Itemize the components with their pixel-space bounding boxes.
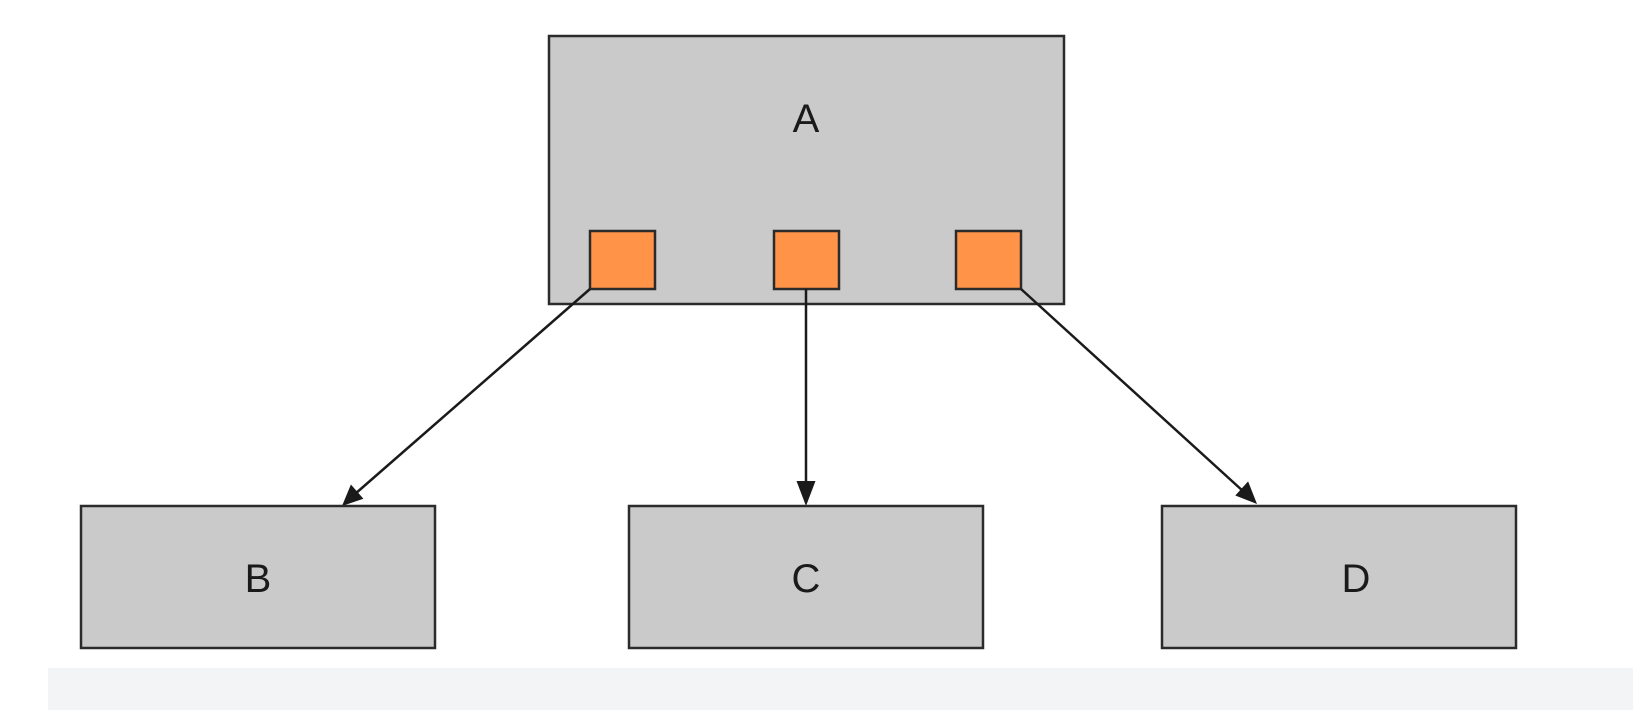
node-c-label: C	[792, 557, 821, 601]
port-center	[772, 229, 841, 291]
port-left	[588, 229, 657, 291]
node-b: B	[79, 504, 437, 650]
edge-a-c-arrowhead	[796, 481, 816, 506]
edge-a-d	[1020, 288, 1257, 504]
node-d-box	[1160, 504, 1518, 650]
edge-a-d-line	[1020, 288, 1245, 493]
edge-a-b	[342, 288, 591, 506]
edge-a-c	[796, 289, 816, 506]
edge-a-b-line	[354, 288, 591, 495]
node-d-label: D	[1342, 557, 1371, 601]
edge-a-b-arrowhead	[342, 484, 364, 506]
node-a-label: A	[793, 97, 820, 141]
node-b-label: B	[245, 557, 272, 601]
edge-a-d-arrowhead	[1235, 481, 1257, 504]
node-d: D	[1160, 504, 1518, 650]
node-c-box	[627, 504, 985, 650]
node-b-box	[79, 504, 437, 650]
bottom-strip	[48, 668, 1633, 710]
node-c: C	[627, 504, 985, 650]
port-right	[954, 229, 1023, 291]
